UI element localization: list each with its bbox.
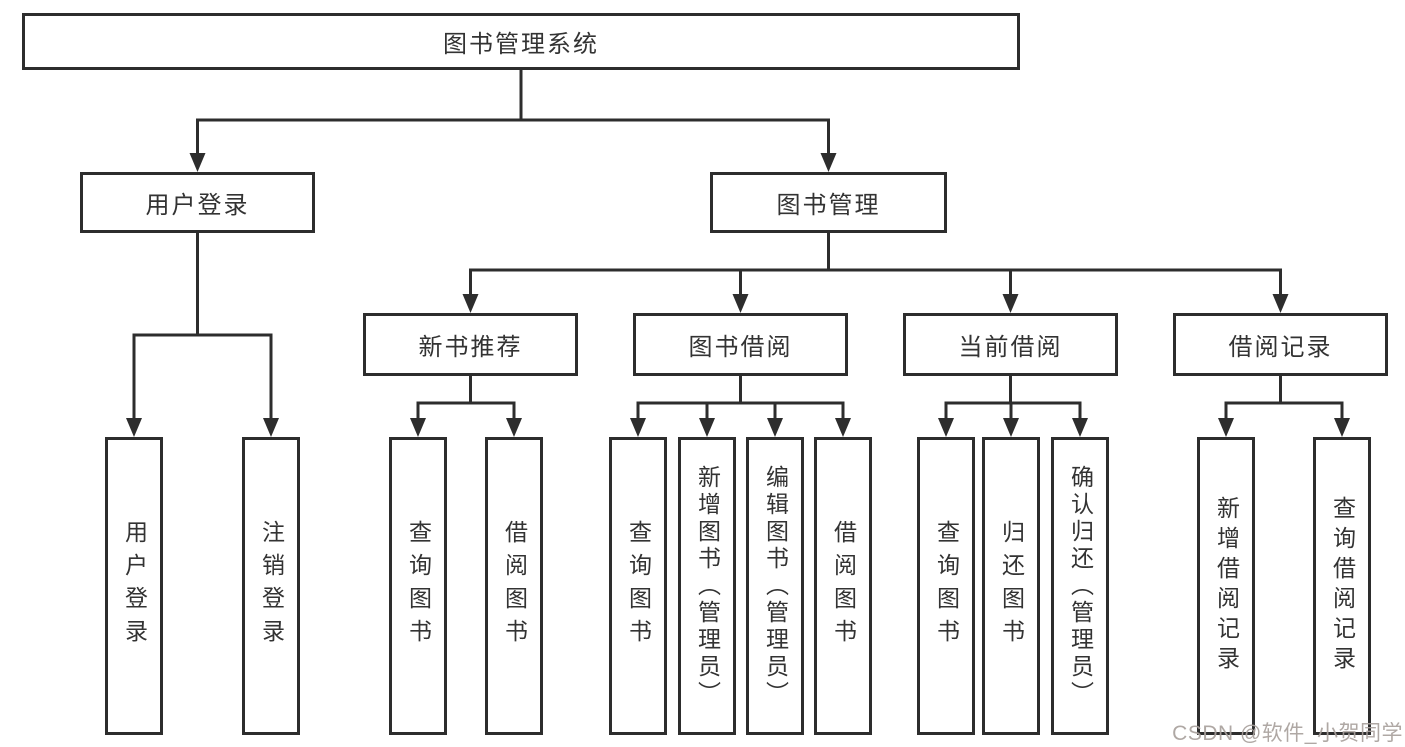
leaf-query-borrow-record: 查询借阅记录 — [1313, 437, 1371, 735]
arrowhead-down-icon — [189, 153, 837, 172]
leaf-add-book-admin-label: 新增图书（管理员） — [694, 464, 721, 708]
node-borrow-record: 借阅记录 — [1173, 313, 1388, 376]
leaf-add-borrow-record: 新增借阅记录 — [1197, 437, 1255, 735]
connector-borrow-record-children — [1218, 376, 1350, 437]
node-book-borrow: 图书借阅 — [633, 313, 848, 376]
leaf-return-book: 归还图书 — [982, 437, 1040, 735]
node-root-label: 图书管理系统 — [443, 31, 599, 58]
leaf-return-book-label: 归还图书 — [998, 520, 1025, 652]
node-current-borrow-label: 当前借阅 — [958, 334, 1063, 361]
leaf-confirm-return-admin: 确认归还（管理员） — [1051, 437, 1109, 735]
leaf-query-book-newbook: 查询图书 — [389, 437, 447, 735]
connector-line — [469, 233, 1282, 295]
leaf-query-book-current: 查询图书 — [917, 437, 975, 735]
arrowhead-down-icon — [126, 418, 279, 437]
connector-line — [132, 233, 273, 419]
leaf-borrow-book-newbook-label: 借阅图书 — [501, 520, 528, 652]
leaf-query-borrow-record-label: 查询借阅记录 — [1329, 496, 1356, 676]
csdn-watermark: CSDN @软件_小贺同学 — [1172, 722, 1403, 745]
leaf-user-login-label: 用户登录 — [121, 520, 148, 652]
arrowhead-down-icon — [1218, 418, 1350, 437]
node-new-book-recommend: 新书推荐 — [363, 313, 578, 376]
connector-book-borrow-children — [630, 376, 851, 437]
connector-root-to-level2 — [189, 70, 837, 172]
connector-new-book-children — [410, 376, 522, 437]
connector-user-login-children — [126, 233, 279, 437]
node-borrow-record-label: 借阅记录 — [1228, 334, 1333, 361]
node-book-borrow-label: 图书借阅 — [688, 334, 793, 361]
leaf-user-login: 用户登录 — [105, 437, 163, 735]
node-book-management: 图书管理 — [710, 172, 947, 233]
arrowhead-down-icon — [630, 418, 851, 437]
node-current-borrow: 当前借阅 — [903, 313, 1118, 376]
leaf-add-borrow-record-label: 新增借阅记录 — [1213, 496, 1240, 676]
connector-current-borrow-children — [938, 376, 1088, 437]
leaf-logout-login-label: 注销登录 — [258, 520, 285, 652]
leaf-query-book-borrow: 查询图书 — [609, 437, 667, 735]
leaf-borrow-book-borrow-label: 借阅图书 — [830, 520, 857, 652]
connector-line — [1224, 376, 1344, 419]
leaf-confirm-return-admin-label: 确认归还（管理员） — [1067, 464, 1094, 708]
node-user-login: 用户登录 — [80, 172, 315, 233]
node-book-management-label: 图书管理 — [776, 192, 881, 219]
connector-line — [944, 376, 1082, 419]
arrowhead-down-icon — [462, 294, 1289, 313]
connector-line — [636, 376, 845, 419]
node-new-book-recommend-label: 新书推荐 — [418, 334, 523, 361]
node-user-login-label: 用户登录 — [145, 192, 250, 219]
leaf-logout-login: 注销登录 — [242, 437, 300, 735]
connector-line — [416, 376, 516, 419]
leaf-borrow-book-newbook: 借阅图书 — [485, 437, 543, 735]
leaf-query-book-borrow-label: 查询图书 — [625, 520, 652, 652]
leaf-add-book-admin: 新增图书（管理员） — [678, 437, 736, 735]
leaf-borrow-book-borrow: 借阅图书 — [814, 437, 872, 735]
leaf-edit-book-admin-label: 编辑图书（管理员） — [762, 464, 789, 708]
node-root: 图书管理系统 — [22, 13, 1020, 70]
connector-book-management-to-level3 — [462, 233, 1289, 313]
arrowhead-down-icon — [410, 418, 522, 437]
leaf-query-book-current-label: 查询图书 — [933, 520, 960, 652]
leaf-query-book-newbook-label: 查询图书 — [405, 520, 432, 652]
leaf-edit-book-admin: 编辑图书（管理员） — [746, 437, 804, 735]
arrowhead-down-icon — [938, 418, 1088, 437]
connector-line — [196, 70, 830, 154]
